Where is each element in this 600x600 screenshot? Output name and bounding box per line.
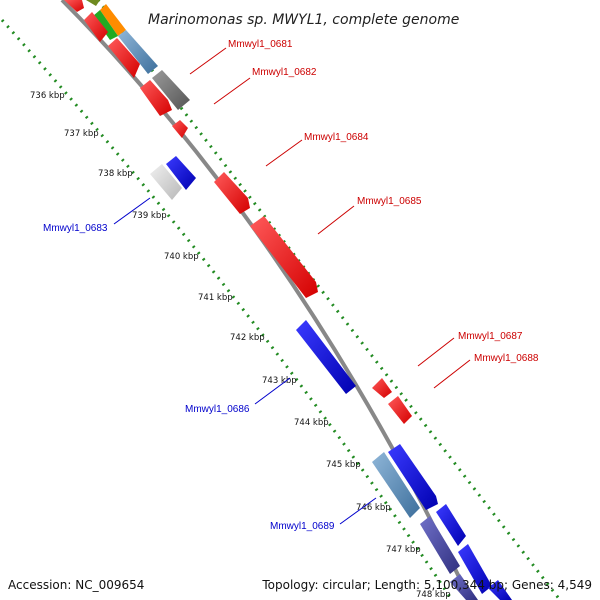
gene-arrow-red-a[interactable] [84, 12, 108, 42]
genome-summary-text: Topology: circular; Length: 5,100,344 bp… [262, 578, 592, 592]
gene-arrow-blue-4[interactable] [488, 580, 512, 600]
callout-line [113, 197, 151, 225]
gene-labels: Mmwyl1_0681 Mmwyl1_0682 Mmwyl1_0684 Mmwy… [43, 39, 539, 532]
gene-label-Mmwyl1_0682[interactable]: Mmwyl1_0682 [252, 67, 317, 78]
gene-arrow-red-d[interactable] [172, 120, 188, 138]
callout-line [433, 359, 471, 389]
kbp-tick-744: 744 kbp [294, 418, 329, 428]
gene-arrow-Mmwyl1_0686[interactable] [296, 320, 356, 394]
kbp-tick-746: 746 kbp [356, 503, 391, 513]
gene-arrow-grey[interactable] [152, 70, 190, 110]
gene-label-Mmwyl1_0689[interactable]: Mmwyl1_0689 [270, 521, 335, 532]
kbp-tick-741: 741 kbp [198, 293, 233, 303]
top-feature-cluster [64, 0, 190, 138]
kbp-tick-748: 748 kbp [416, 590, 451, 600]
gene-arrow-green[interactable] [93, 10, 118, 40]
kbp-tick-736: 736 kbp [30, 91, 65, 101]
kbp-axis: 736 kbp 737 kbp 738 kbp 739 kbp 740 kbp … [30, 91, 451, 600]
gene-label-Mmwyl1_0684[interactable]: Mmwyl1_0684 [304, 132, 369, 143]
callout-line [417, 337, 455, 367]
gc-inner-line [0, 19, 454, 600]
gene-label-Mmwyl1_0687[interactable]: Mmwyl1_0687 [458, 331, 523, 342]
gene-arrow-blue-2[interactable] [436, 504, 466, 546]
gene-label-Mmwyl1_0681[interactable]: Mmwyl1_0681 [228, 39, 293, 50]
kbp-tick-745: 745 kbp [326, 460, 361, 470]
gene-arrow-orange[interactable] [100, 4, 126, 36]
callout-line [213, 77, 251, 105]
kbp-tick-739: 739 kbp [132, 211, 167, 221]
gene-label-Mmwyl1_0688[interactable]: Mmwyl1_0688 [474, 353, 539, 364]
gene-arrow-blue-3[interactable] [458, 544, 492, 594]
kbp-tick-737: 737 kbp [64, 129, 99, 139]
callout-line [317, 205, 355, 235]
gene-arrow-Mmwyl1_0685[interactable] [250, 216, 318, 298]
gc-content-track [0, 0, 562, 600]
gene-arrow-Mmwyl1_0687[interactable] [372, 378, 392, 398]
kbp-tick-740: 740 kbp [164, 252, 199, 262]
gene-arrow-Mmwyl1_0689[interactable] [388, 444, 438, 510]
kbp-tick-738: 738 kbp [98, 169, 133, 179]
gene-arrow-top-red[interactable] [64, 0, 84, 12]
kbp-tick-742: 742 kbp [230, 333, 265, 343]
gene-label-Mmwyl1_0683[interactable]: Mmwyl1_0683 [43, 223, 108, 234]
kbp-tick-747: 747 kbp [386, 545, 421, 555]
gene-arrow-Mmwyl1_0684[interactable] [214, 172, 250, 214]
callout-line [265, 139, 303, 167]
gene-arrow-red-b[interactable] [108, 38, 140, 78]
gene-arrow-lightgrey[interactable] [150, 164, 182, 200]
callout-line [254, 377, 291, 405]
accession-text: Accession: NC_009654 [8, 578, 145, 592]
gene-arrow-navy-1[interactable] [420, 516, 460, 574]
gene-arrow-Mmwyl1_0683[interactable] [166, 156, 196, 190]
gene-arrow-steel-2[interactable] [372, 452, 420, 518]
gene-arrow-Mmwyl1_0688[interactable] [388, 396, 412, 424]
gene-arrow-olive[interactable] [86, 0, 100, 6]
gene-arrow-red-c[interactable] [140, 80, 172, 116]
callout-line [189, 47, 227, 75]
gene-label-Mmwyl1_0685[interactable]: Mmwyl1_0685 [357, 196, 422, 207]
gene-arrow-steel-1[interactable] [118, 30, 158, 74]
map-title: Marinomonas sp. MWYL1, complete genome [148, 12, 459, 28]
gene-arrow-navy-2[interactable] [450, 574, 478, 600]
callout-line [339, 497, 377, 525]
gene-label-Mmwyl1_0686[interactable]: Mmwyl1_0686 [185, 404, 250, 415]
kbp-tick-743: 743 kbp [262, 376, 297, 386]
